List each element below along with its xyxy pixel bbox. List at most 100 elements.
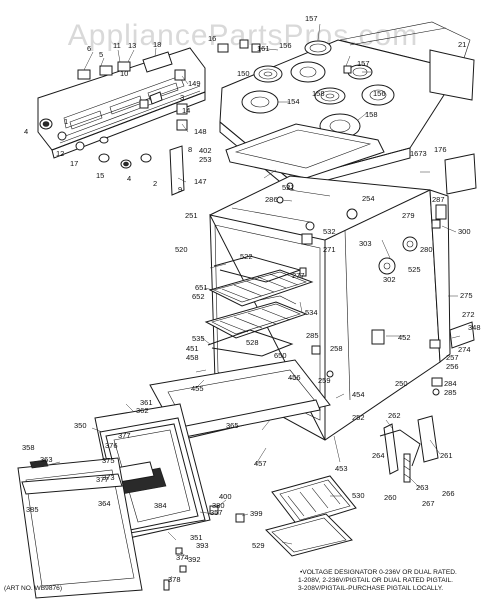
voltage-note-line: •VOLTAGE DESIGNATOR 0-236V OR DUAL RATED… (300, 569, 457, 576)
surface-elements (253, 40, 373, 105)
callout-label: 5 (99, 50, 103, 59)
callout-label: 1 (64, 117, 68, 126)
callout-label: 258 (330, 344, 343, 353)
callout-label: 161 (257, 44, 270, 53)
callout-label: 257 (446, 353, 459, 362)
callout-label: 10 (120, 69, 128, 78)
callout-label: 303 (359, 239, 372, 248)
callout-label: 532 (323, 227, 336, 236)
callout-label: 263 (416, 483, 429, 492)
callout-label: 254 (362, 194, 375, 203)
callout-label: 266 (442, 489, 455, 498)
callout-label: 250 (395, 379, 408, 388)
callout-label: 530 (352, 491, 365, 500)
callout-label: 16 (208, 34, 216, 43)
callout-label: 300 (458, 227, 471, 236)
callout-label: 264 (372, 451, 385, 460)
callout-label: 8 (188, 145, 192, 154)
callout-label: 158 (312, 89, 325, 98)
callout-label: 302 (383, 275, 396, 284)
callout-label: 272 (462, 310, 475, 319)
callout-label: 363 (40, 455, 53, 464)
callout-label: 262 (388, 411, 401, 420)
callout-label: 361 (140, 398, 153, 407)
callout-label: 458 (186, 353, 199, 362)
callout-label: 280 (420, 245, 433, 254)
callout-label: 392 (188, 555, 201, 564)
control-panel-side (169, 145, 185, 196)
callout-label: 350 (74, 421, 87, 430)
voltage-note-line: 3-208V/PIGTAIL-PURCHASE PIGTAIL LOCALLY. (298, 585, 443, 592)
callout-label: 362 (136, 406, 149, 415)
callout-label: 251 (185, 211, 198, 220)
callout-label: 452 (398, 333, 411, 342)
callout-label: 17 (70, 159, 78, 168)
voltage-note-line: 1-208V, 2-236V/PIGTAIL OR DUAL RATED PIG… (298, 577, 453, 584)
callout-label: 453 (335, 464, 348, 473)
callout-label: 451 (186, 344, 199, 353)
callout-label: 651 (195, 283, 208, 292)
callout-label: 275 (460, 291, 473, 300)
callout-label: 9 (178, 185, 182, 194)
callout-label: 286 (265, 195, 278, 204)
callout-label: 154 (287, 97, 300, 106)
callout-label: 456 (288, 373, 301, 382)
callout-label: 253 (199, 155, 212, 164)
back-panel-brackets (429, 153, 477, 396)
small-parts (163, 505, 245, 591)
callout-label: 149 (188, 79, 201, 88)
callout-label: 400 (219, 492, 232, 501)
callout-label: 148 (194, 127, 207, 136)
art-number: (ART NO. WB9876) (4, 585, 62, 592)
callout-label: 376 (105, 441, 118, 450)
voltage-note: •VOLTAGE DESIGNATOR 0-236V OR DUAL RATED… (298, 569, 457, 592)
callout-label: 521 (282, 183, 295, 192)
callout-label: 351 (190, 533, 203, 542)
callout-label: 252 (352, 413, 365, 422)
callout-label: 287 (432, 195, 445, 204)
callout-label: 520 (175, 245, 188, 254)
callout-label: 385 (26, 505, 39, 514)
callout-label: 256 (446, 362, 459, 371)
callout-label: 652 (192, 292, 205, 301)
callout-label: 454 (352, 390, 365, 399)
callout-label: 13 (128, 41, 136, 50)
callout-label: 3 (180, 93, 184, 102)
callout-label: 358 (22, 443, 35, 452)
callout-label: 279 (402, 211, 415, 220)
leader-lines (43, 23, 461, 583)
callout-label: 18 (153, 40, 161, 49)
callout-label: 259 (318, 376, 331, 385)
cooktop-tray (225, 123, 385, 179)
callout-label: 375 (102, 456, 115, 465)
callout-label: 522 (240, 252, 253, 261)
callout-label: 4 (24, 127, 28, 136)
callout-label: 285 (306, 331, 319, 340)
door-hinges (379, 415, 439, 483)
callout-label: 6 (87, 44, 91, 53)
callout-label: 158 (365, 110, 378, 119)
callout-label: 384 (154, 501, 167, 510)
callout-label: 11 (113, 41, 121, 50)
callout-label: 399 (250, 509, 263, 518)
callout-label: 271 (323, 245, 336, 254)
callout-label: 2 (153, 179, 157, 188)
callout-label: 261 (440, 451, 453, 460)
callout-label: 528 (246, 338, 259, 347)
callout-label: 4 (127, 174, 131, 183)
callout-label: 374 (176, 553, 189, 562)
callout-label: 378 (168, 575, 181, 584)
control-knobs (39, 118, 152, 169)
callout-label: 274 (458, 345, 471, 354)
callout-label: 380 (212, 501, 225, 510)
callout-label: 534 (305, 308, 318, 317)
callout-label: 147 (194, 177, 207, 186)
callout-label: 176 (434, 145, 447, 154)
callout-label: 650 (274, 351, 287, 360)
callout-label: 373 (102, 473, 115, 482)
element-receptacles (217, 39, 352, 74)
callout-label: 285 (444, 388, 457, 397)
broiler-pan (265, 475, 357, 557)
callout-labels: 157 21 16 161 156 6 5 11 13 18 149 150 1… (22, 14, 481, 584)
side-panel (429, 189, 451, 363)
